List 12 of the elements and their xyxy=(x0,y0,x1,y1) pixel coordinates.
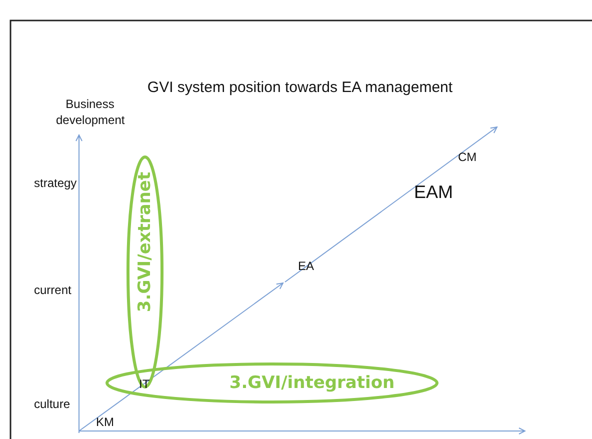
text-label: strategy xyxy=(34,175,77,192)
diagram-title: GVI system position towards EA management xyxy=(146,79,454,96)
text-label: CM xyxy=(458,149,477,166)
text-label: current xyxy=(34,282,72,298)
ellipse xyxy=(126,155,164,389)
text-label: culture xyxy=(34,396,70,412)
ellipse-label: 3.GVI/extranet xyxy=(135,172,155,312)
ellipse xyxy=(105,362,439,404)
axis-label: Business development xyxy=(56,96,124,128)
text-label: EAM xyxy=(414,181,454,204)
text-label: KM xyxy=(96,414,114,430)
ellipse-label: 3.GVI/integration xyxy=(229,373,395,393)
